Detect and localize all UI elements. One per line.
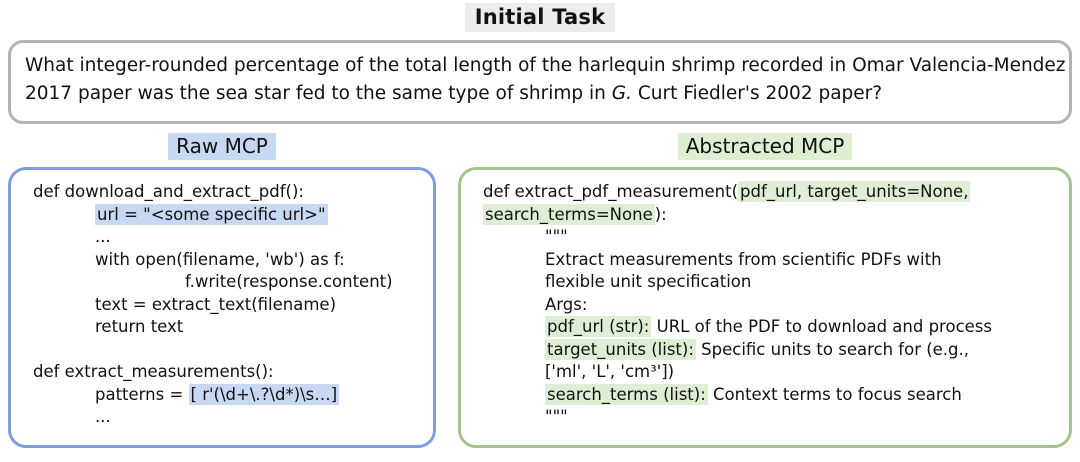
abstracted-mcp-label-row: Abstracted MCP [458,133,1072,162]
code-segment: Context terms to focus search [707,384,962,404]
code-line: flexible unit specification [483,271,1063,294]
code-segment: patterns = [95,384,189,404]
code-segment: """ [545,227,568,246]
initial-task-heading: Initial Task [0,3,1080,32]
highlighted-code-segment: pdf_url (str): [545,316,652,337]
task-text-line2-after: Curt Fiedler's 2002 paper? [631,83,883,104]
code-line: ... [33,406,427,429]
raw-mcp-column: Raw MCP def download_and_extract_pdf():u… [8,133,436,448]
code-line: f.write(response.content) [33,271,427,294]
abstracted-mcp-code-box: def extract_pdf_measurement(pdf_url, tar… [458,167,1072,448]
code-line: target_units (list): Specific units to s… [483,338,1063,362]
code-segment: flexible unit specification [545,272,752,291]
code-line: def download_and_extract_pdf(): [33,181,427,204]
task-text-italic-genus: G. [611,83,632,104]
code-line: def extract_pdf_measurement(pdf_url, tar… [483,181,1063,204]
code-segment: Specific units to search for (e.g., [695,339,970,359]
code-segment: Args: [545,294,588,314]
code-line: url = "<some specific url>" [33,203,427,227]
abstracted-mcp-label: Abstracted MCP [677,133,853,160]
code-line: return text [33,316,427,339]
highlighted-code-segment: pdf_url, target_units=None, [738,181,971,202]
abstracted-mcp-column: Abstracted MCP def extract_pdf_measureme… [458,133,1072,448]
code-line: text = extract_text(filename) [33,294,427,317]
code-line: ['ml', 'L', 'cm³']) [483,361,1063,384]
code-line: search_terms=None): [483,203,1063,227]
code-line: Args: [483,294,1063,317]
code-line: def extract_measurements(): [33,361,427,384]
code-line: """ [483,226,1063,249]
highlighted-code-segment: search_terms=None [483,203,655,225]
code-segment: Extract measurements from scientific PDF… [545,249,942,269]
code-segment: """ [545,407,568,426]
code-segment: def extract_pdf_measurement( [483,182,739,201]
code-segment: text = extract_text(filename) [95,294,337,314]
highlighted-code-segment: target_units (list): [545,338,696,360]
task-text: What integer-rounded percentage of the t… [25,52,1066,108]
code-segment: ): [654,204,667,224]
code-segment: f.write(response.content) [185,272,393,291]
code-blank-line [33,339,427,362]
code-line: search_terms (list): Context terms to fo… [483,383,1063,407]
code-line: with open(filename, 'wb') as f: [33,249,427,272]
initial-task-box: What integer-rounded percentage of the t… [8,40,1072,124]
code-segment: def download_and_extract_pdf(): [33,182,304,201]
code-line: Extract measurements from scientific PDF… [483,249,1063,272]
highlighted-code-segment: [ r'(\d+\.?\d*)\s…] [188,383,340,405]
highlighted-code-segment: url = "<some specific url>" [95,203,328,225]
task-text-line1: What integer-rounded percentage of the t… [25,55,1066,76]
code-segment: def extract_measurements(): [33,362,274,381]
code-segment: with open(filename, 'wb') as f: [95,249,345,269]
code-line: patterns = [ r'(\d+\.?\d*)\s…] [33,383,427,407]
code-line: pdf_url (str): URL of the PDF to downloa… [483,316,1063,339]
code-segment: ['ml', 'L', 'cm³']) [545,362,675,381]
code-line: """ [483,406,1063,429]
initial-task-heading-text: Initial Task [464,3,616,32]
raw-mcp-code-box: def download_and_extract_pdf():url = "<s… [8,167,436,448]
highlighted-code-segment: search_terms (list): [545,383,708,405]
code-line: ... [33,226,427,249]
task-text-line2-before: 2017 paper was the sea star fed to the s… [25,83,612,104]
raw-mcp-label: Raw MCP [168,133,276,160]
raw-mcp-label-row: Raw MCP [8,133,436,162]
code-segment: ... [95,407,111,426]
code-segment: URL of the PDF to download and process [651,317,992,336]
code-segment: return text [95,317,184,336]
code-segment: ... [95,227,111,246]
